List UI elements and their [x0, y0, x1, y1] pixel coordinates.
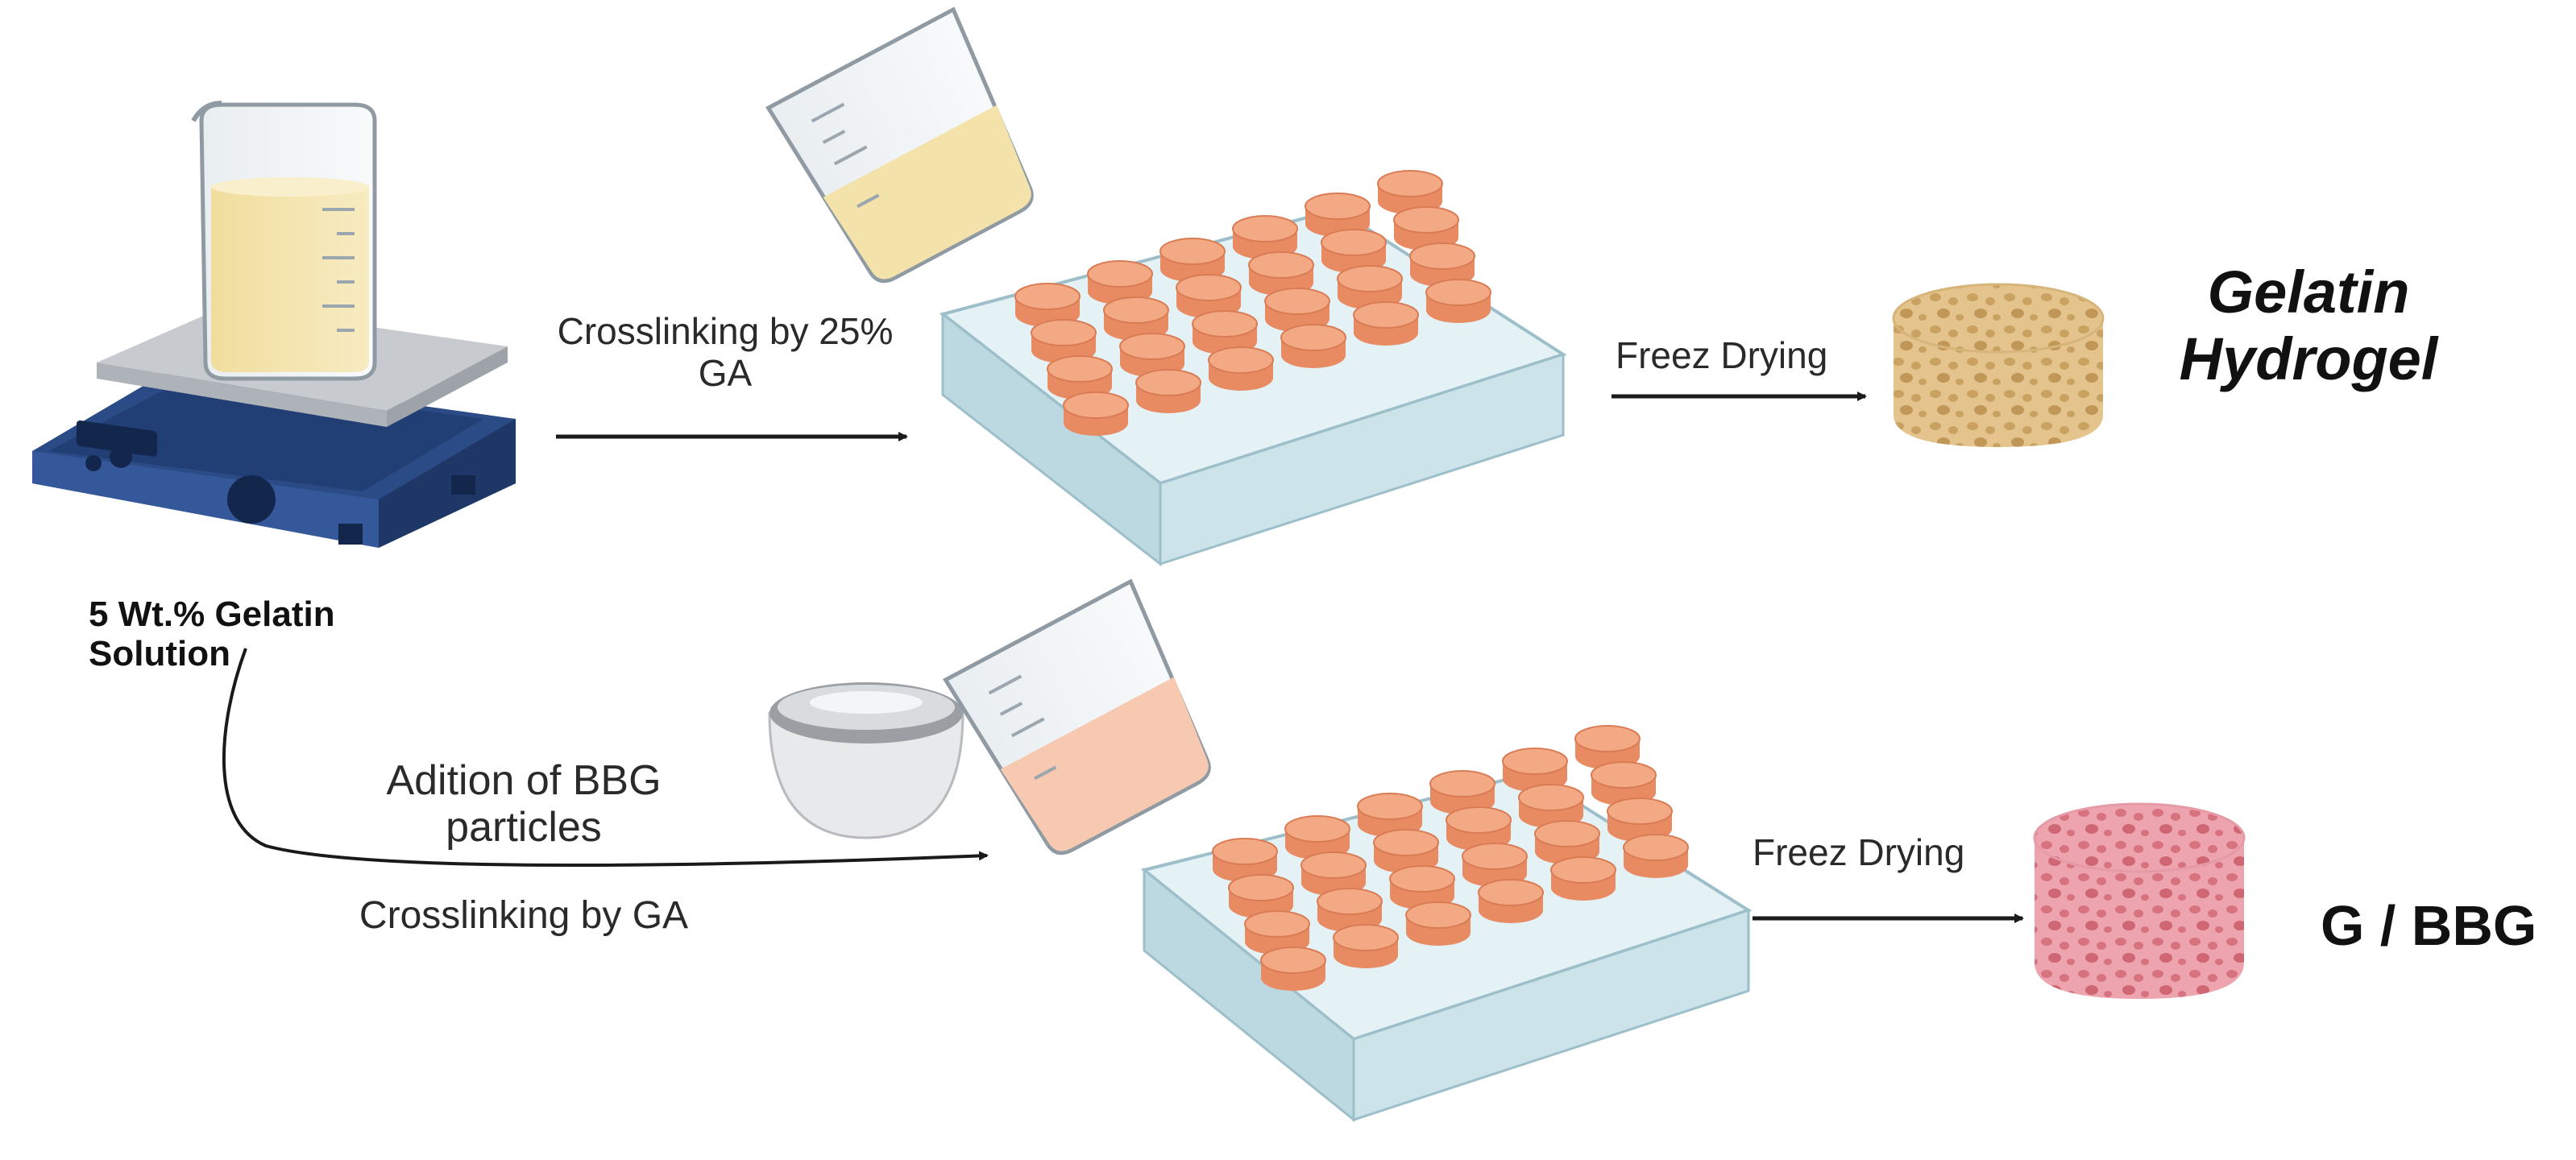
well — [1208, 346, 1274, 391]
well — [1305, 193, 1371, 237]
source-label: 5 Wt.% Gelatin Solution — [89, 594, 335, 674]
crosslinking-label-top: Crosslinking by 25% GA — [557, 310, 894, 394]
well — [1119, 333, 1185, 377]
well — [1623, 834, 1689, 878]
well — [1232, 215, 1298, 259]
well — [1135, 369, 1201, 413]
well — [1212, 838, 1278, 882]
addition-label: Adition of BBG particles — [386, 757, 662, 851]
well — [1405, 901, 1471, 946]
g-bbg-title: G / BBG — [2321, 894, 2537, 957]
freeze-drying-label-top: Freez Drying — [1616, 334, 1828, 376]
well — [1063, 392, 1129, 436]
addition-curved-arrow — [222, 648, 989, 868]
bbg-scaffold-icon — [2033, 802, 2246, 999]
gelatin-hydrogel-title: Gelatin Hydrogel — [2179, 259, 2438, 392]
well — [1260, 947, 1326, 991]
well — [1353, 301, 1419, 346]
beaker-icon — [191, 101, 377, 381]
well — [1284, 815, 1350, 860]
well-plate-icon — [1140, 725, 1753, 1123]
well — [1377, 170, 1443, 214]
gelatin-scaffold-icon — [1892, 283, 2105, 447]
freeze-drying-label-bottom: Freez Drying — [1753, 831, 1965, 873]
crosslinking-label-bottom: Crosslinking by GA — [359, 894, 689, 937]
well-plate-icon — [939, 170, 1567, 567]
well — [1333, 924, 1399, 968]
pouring-beaker-icon — [765, 6, 1034, 284]
pouring-beaker-icon — [943, 578, 1211, 856]
well — [1317, 888, 1383, 932]
well — [1280, 324, 1346, 368]
well — [1425, 279, 1491, 323]
well — [1550, 856, 1616, 901]
well — [1478, 879, 1544, 923]
bbg-powder-bowl-icon — [768, 682, 964, 839]
